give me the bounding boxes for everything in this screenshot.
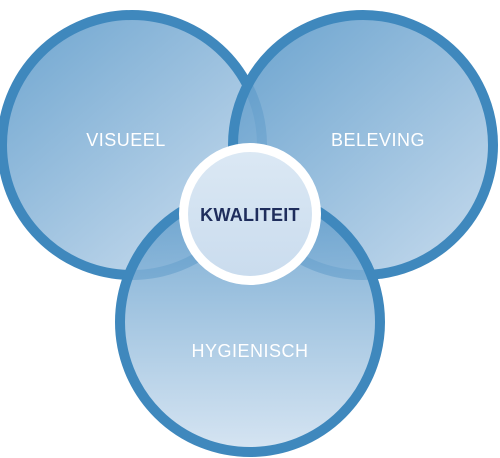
center-label: KWALITEIT — [200, 205, 300, 225]
center-badge-fill — [188, 152, 312, 276]
label-beleving: BELEVING — [331, 130, 425, 150]
label-visueel: VISUEEL — [86, 130, 166, 150]
center-badge: KWALITEIT — [179, 143, 321, 285]
label-hygienisch: HYGIENISCH — [191, 341, 308, 361]
